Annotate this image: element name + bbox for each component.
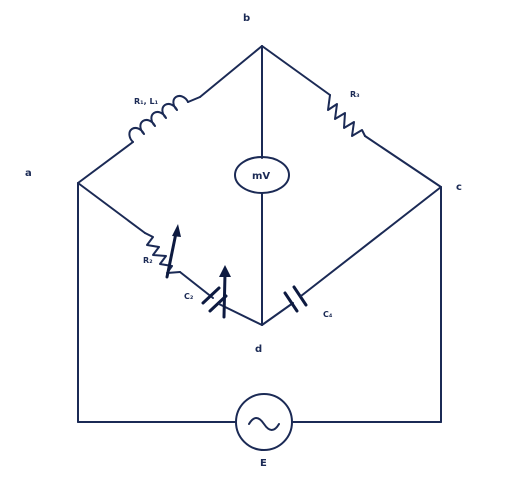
source-loop: E <box>77 182 442 469</box>
ac-source <box>235 393 293 451</box>
branch-a-d: R₂ C₂ <box>77 182 263 326</box>
capacitor-c4-plate-1 <box>283 291 299 313</box>
wire-r2-to-c2 <box>179 271 214 299</box>
wire-c4-to-c <box>300 186 442 297</box>
node-label-a: a <box>25 168 32 179</box>
r2-variable-arrow <box>165 224 181 279</box>
label-r1-l1: R₁, L₁ <box>134 97 159 106</box>
wire-a-to-r2 <box>77 182 146 234</box>
wire-a-to-l1 <box>77 141 134 184</box>
wire-c2-to-d <box>218 303 263 326</box>
ac-source-sine-icon <box>248 417 280 431</box>
resistor-r3 <box>327 94 366 137</box>
c2-variable-arrow <box>219 265 231 319</box>
node-label-b: b <box>243 13 250 24</box>
branch-b-c: R₃ <box>261 45 442 188</box>
wire-b-to-r3 <box>261 45 331 96</box>
wire-l1-to-b <box>187 96 201 103</box>
wire-l1-to-b-2 <box>199 45 263 98</box>
node-label-c: c <box>456 182 462 193</box>
label-source-e: E <box>260 458 267 469</box>
inductor-l1-coil <box>128 94 189 143</box>
label-c4: C₄ <box>323 310 333 319</box>
node-label-d: d <box>255 344 262 355</box>
label-r2: R₂ <box>143 256 153 265</box>
branch-d-c: C₄ <box>261 186 442 326</box>
meter-label: mV <box>252 171 270 182</box>
label-r3: R₃ <box>350 90 360 99</box>
wire-r3-to-c <box>364 135 442 188</box>
branch-b-d: mV <box>234 45 290 326</box>
capacitor-c2-plate-1 <box>201 286 221 305</box>
branch-a-b: R₁, L₁ <box>77 45 263 184</box>
label-c2: C₂ <box>184 292 194 301</box>
wire-d-to-c4 <box>261 302 294 326</box>
